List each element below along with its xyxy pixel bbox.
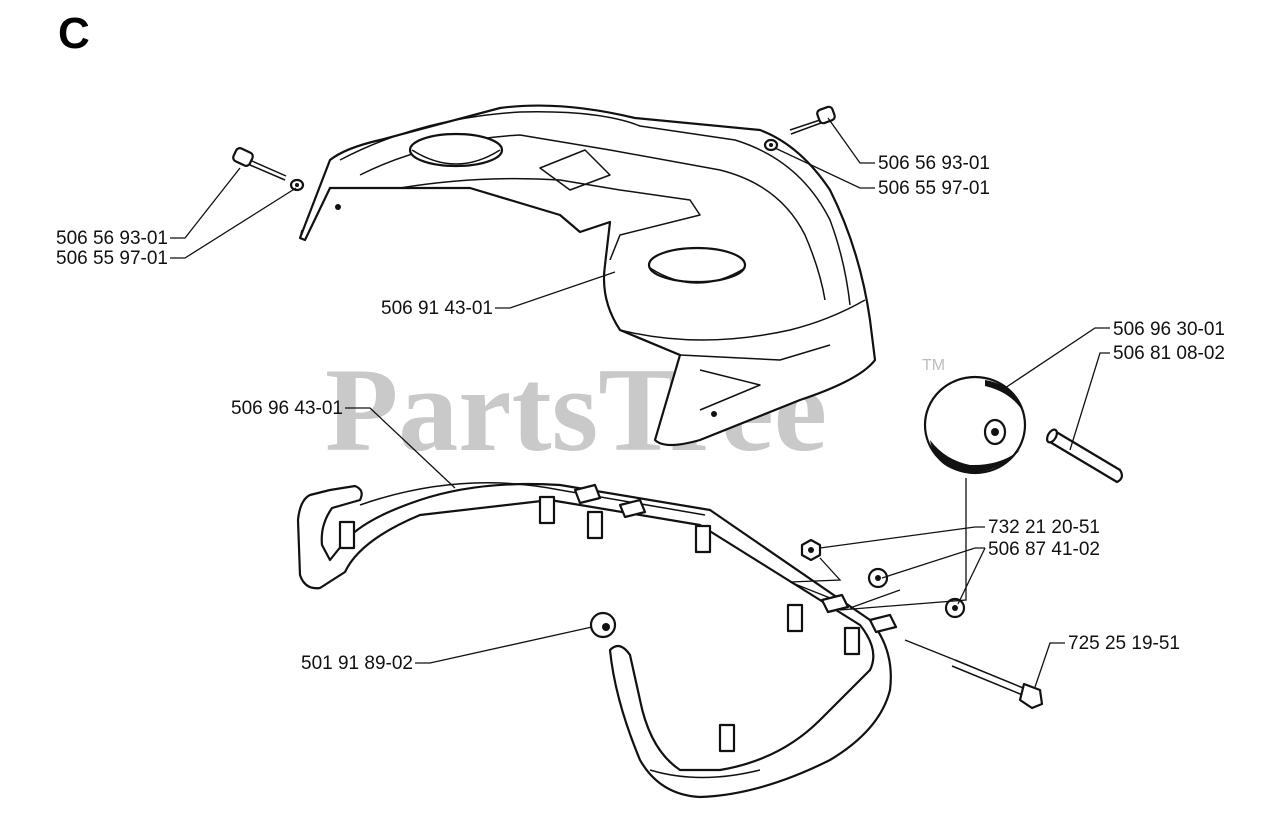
callout-c3[interactable]: 506 56 93-01 <box>878 153 990 174</box>
callout-c6[interactable]: 506 96 30-01 <box>1113 319 1225 340</box>
watermark-trademark: TM <box>922 357 945 374</box>
bolt-part[interactable] <box>951 659 1044 710</box>
right-screw-part[interactable] <box>789 105 836 135</box>
callout-c2[interactable]: 506 55 97-01 <box>56 248 168 269</box>
spacer-upper-part[interactable] <box>867 567 889 589</box>
left-washer-part[interactable] <box>289 178 305 192</box>
callout-c1[interactable]: 506 56 93-01 <box>56 228 168 249</box>
callout-c9[interactable]: 732 21 20-51 <box>988 517 1100 538</box>
callout-c7[interactable]: 506 81 08-02 <box>1113 343 1225 364</box>
spacer-lower-part[interactable] <box>944 597 966 619</box>
left-screw-part[interactable] <box>232 147 287 181</box>
nut-part[interactable] <box>800 538 822 562</box>
callout-labels: 506 56 93-01 506 55 97-01 506 56 93-01 5… <box>56 153 1225 674</box>
leader-lines <box>170 117 1110 688</box>
section-letter: C <box>58 9 90 58</box>
right-washer-part[interactable] <box>763 138 779 152</box>
wheel-part[interactable] <box>923 375 1027 475</box>
axle-part[interactable] <box>1045 428 1124 484</box>
callout-c11[interactable]: 725 25 19-51 <box>1068 633 1180 654</box>
callout-c5[interactable]: 506 91 43-01 <box>381 298 493 319</box>
callout-c8[interactable]: 506 96 43-01 <box>231 398 343 419</box>
bumper-frame-part[interactable] <box>296 482 898 799</box>
callout-c10[interactable]: 506 87 41-02 <box>988 539 1100 560</box>
bushing-part[interactable] <box>589 611 617 639</box>
cover-shield-part[interactable] <box>298 104 877 447</box>
assembly-lines <box>789 478 967 661</box>
callout-c12[interactable]: 501 91 89-02 <box>301 653 413 674</box>
callout-c4[interactable]: 506 55 97-01 <box>878 178 990 199</box>
